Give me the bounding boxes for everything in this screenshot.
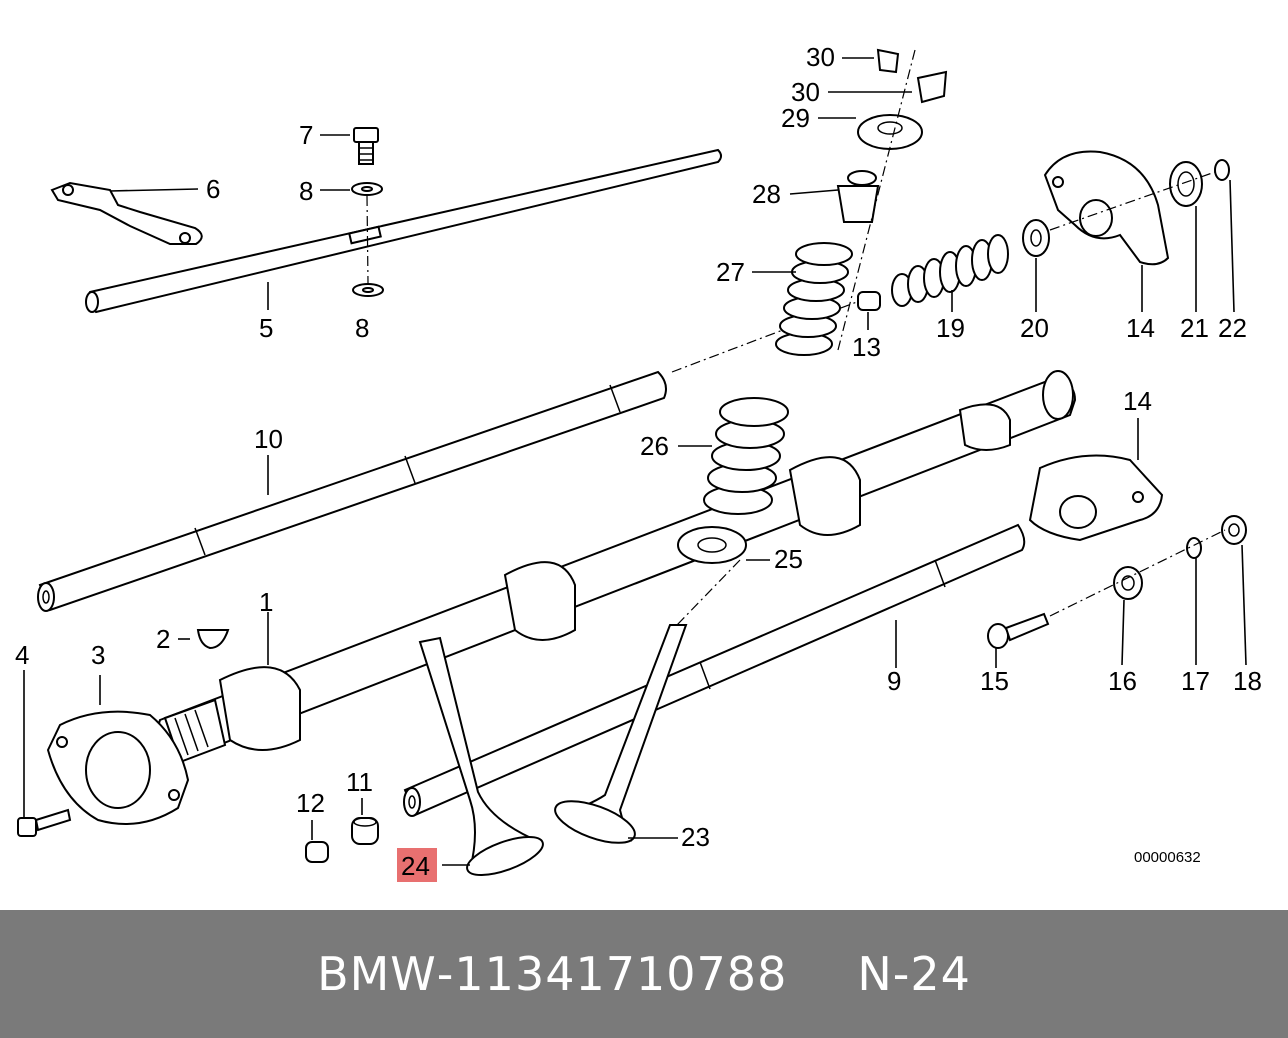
callout-23: 23 (681, 822, 710, 852)
callout-21: 21 (1180, 313, 1209, 343)
part-22-circlip (1214, 159, 1230, 181)
part-24-valve (418, 636, 544, 876)
part-9-rocker-shaft (403, 523, 1026, 817)
part-26-outer-spring (703, 397, 789, 515)
part-2-woodruff-key (196, 629, 230, 650)
part-29-spring-retainer (857, 114, 923, 150)
callout-16: 16 (1108, 666, 1137, 696)
position-separator: - (892, 947, 911, 1001)
part-14-rocker-arm-bottom (1028, 454, 1164, 542)
callout-13: 13 (852, 332, 881, 362)
callout-17: 17 (1181, 666, 1210, 696)
callout-27: 27 (716, 257, 745, 287)
callout-22: 22 (1218, 313, 1247, 343)
brand-label: BMW (317, 947, 437, 1001)
callout-6: 6 (206, 174, 220, 204)
part-16-eccentric (1113, 566, 1143, 600)
callout-28: 28 (752, 179, 781, 209)
part-20-thrust-washer (1022, 219, 1050, 257)
callout-7: 7 (299, 120, 313, 150)
callout-30-bottom: 30 (791, 77, 820, 107)
part-15-adjusting-screw (987, 612, 1050, 649)
callout-20: 20 (1020, 313, 1049, 343)
part-30-keeper-b (916, 70, 948, 104)
callout-8-top: 8 (299, 176, 313, 206)
callout-15: 15 (980, 666, 1009, 696)
part-30-keeper-a (876, 48, 900, 74)
part-1-camshaft (156, 370, 1077, 764)
part-27-inner-spring (775, 242, 853, 356)
part-18-nut (1221, 515, 1247, 545)
callout-14-top: 14 (1126, 313, 1155, 343)
part-28-stem-seal (836, 170, 880, 223)
callout-12: 12 (296, 788, 325, 818)
callout-10: 10 (254, 424, 283, 454)
part-25-spring-seat (677, 526, 747, 564)
part-10-rocker-shaft (37, 370, 667, 612)
callout-18: 18 (1233, 666, 1262, 696)
part-12-dowel (305, 841, 329, 863)
part-14-rocker-arm-top (1043, 150, 1170, 266)
callout-30-top: 30 (806, 42, 835, 72)
part-number: 11341710788 (454, 947, 788, 1001)
callout-5: 5 (259, 313, 273, 343)
part-8-washer-bottom (352, 283, 384, 297)
part-11-sleeve (351, 817, 379, 845)
part-info-footer: BMW - 11341710788 N - 24 (0, 910, 1288, 1038)
callout-8-bottom: 8 (355, 313, 369, 343)
part-3-gasket (46, 710, 190, 825)
callout-25: 25 (774, 544, 803, 574)
callout-9: 9 (887, 666, 901, 696)
callout-19: 19 (936, 313, 965, 343)
brand-separator: - (436, 947, 455, 1001)
callout-1: 1 (259, 587, 273, 617)
part-8-washer-top (351, 182, 383, 196)
part-13-plunger (857, 291, 881, 311)
callout-24-highlighted: 24 (401, 851, 430, 881)
callout-11: 11 (346, 767, 373, 797)
callout-4: 4 (15, 640, 29, 670)
part-6-bracket (50, 181, 203, 245)
callout-14-bottom: 14 (1123, 386, 1152, 416)
part-7-bolt (353, 127, 379, 165)
part-23-valve (554, 624, 688, 844)
part-5-oil-pipe (85, 148, 722, 314)
callout-3: 3 (91, 640, 105, 670)
parts-diagram: 1 2 3 4 5 6 7 8 8 9 10 11 12 13 14 14 15… (15, 42, 1262, 882)
drawing-number: 00000632 (1134, 849, 1201, 866)
callout-2: 2 (156, 624, 170, 654)
leader-lines (23, 57, 1247, 866)
exploded-view-svg: 1 2 3 4 5 6 7 8 8 9 10 11 12 13 14 14 15… (15, 42, 1262, 882)
part-4-bolt (17, 808, 72, 837)
callouts: 1 2 3 4 5 6 7 8 8 9 10 11 12 13 14 14 15… (15, 42, 1262, 881)
part-19-rocker-spring (891, 234, 1009, 307)
part-21-bushing (1169, 161, 1203, 207)
highlight-box (397, 848, 437, 882)
callout-29: 29 (781, 103, 810, 133)
position-prefix: N (857, 947, 893, 1001)
callout-26: 26 (640, 431, 669, 461)
position-value: 24 (910, 947, 971, 1001)
